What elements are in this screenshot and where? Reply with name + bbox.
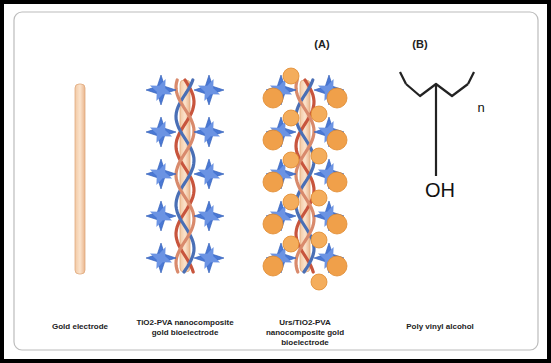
tio2-star xyxy=(146,117,176,147)
urease-particle xyxy=(327,256,347,276)
tio2-star xyxy=(150,79,172,101)
urease-particle xyxy=(327,214,347,234)
urs-tio2-pva-bioelectrode xyxy=(263,68,347,290)
tio2-star xyxy=(146,243,176,273)
caption-label: TiO2-PVA nanocomposite gold bioelectrode xyxy=(133,318,237,338)
polymer-strand xyxy=(176,80,194,272)
panel-letter: (B) xyxy=(405,38,435,52)
urease-particle xyxy=(311,106,327,122)
urease-particle xyxy=(263,214,283,234)
polymer-strand xyxy=(176,80,194,272)
urease-particle xyxy=(327,130,347,150)
tio2-star xyxy=(194,243,224,273)
tio2-star xyxy=(198,121,220,143)
urease-particle xyxy=(311,274,327,290)
urease-particle xyxy=(311,190,327,206)
tio2-star xyxy=(150,205,172,227)
panel-letter: (A) xyxy=(307,38,337,52)
polymer-strand xyxy=(176,80,194,272)
urease-particle xyxy=(311,148,327,164)
urease-particle xyxy=(283,68,299,84)
repeat-index: n xyxy=(474,100,488,116)
caption-label: Gold electrode xyxy=(35,322,125,332)
pva-structure xyxy=(400,72,474,176)
urease-particle xyxy=(283,110,299,126)
urease-particle xyxy=(283,236,299,252)
tio2-star xyxy=(194,117,224,147)
tio2-star xyxy=(146,159,176,189)
urease-particle xyxy=(263,88,283,108)
tio2-star xyxy=(194,159,224,189)
tio2-star xyxy=(198,163,220,185)
tio2-star xyxy=(150,247,172,269)
urease-particle xyxy=(311,232,327,248)
urease-particle xyxy=(263,172,283,192)
tio2-star xyxy=(198,247,220,269)
tio2-star xyxy=(198,79,220,101)
tio2-star xyxy=(194,75,224,105)
urease-particle xyxy=(283,194,299,210)
caption-label: Urs/TiO2-PVA nanocomposite gold bioelect… xyxy=(253,318,357,348)
tio2-star xyxy=(146,75,176,105)
panel-outline xyxy=(14,12,538,350)
tio2-star xyxy=(150,163,172,185)
gold-electrode-rod xyxy=(75,84,85,274)
tio2-star xyxy=(150,121,172,143)
urease-particle xyxy=(263,256,283,276)
tio2-star xyxy=(146,201,176,231)
tio2-star xyxy=(194,201,224,231)
caption-label: Poly vinyl alcohol xyxy=(390,322,490,332)
tio2-star xyxy=(198,205,220,227)
urease-particle xyxy=(283,152,299,168)
tio2-pva-bioelectrode xyxy=(146,75,224,273)
hydroxyl-group: OH xyxy=(422,178,458,203)
urease-particle xyxy=(327,172,347,192)
urease-particle xyxy=(327,88,347,108)
urease-particle xyxy=(263,130,283,150)
